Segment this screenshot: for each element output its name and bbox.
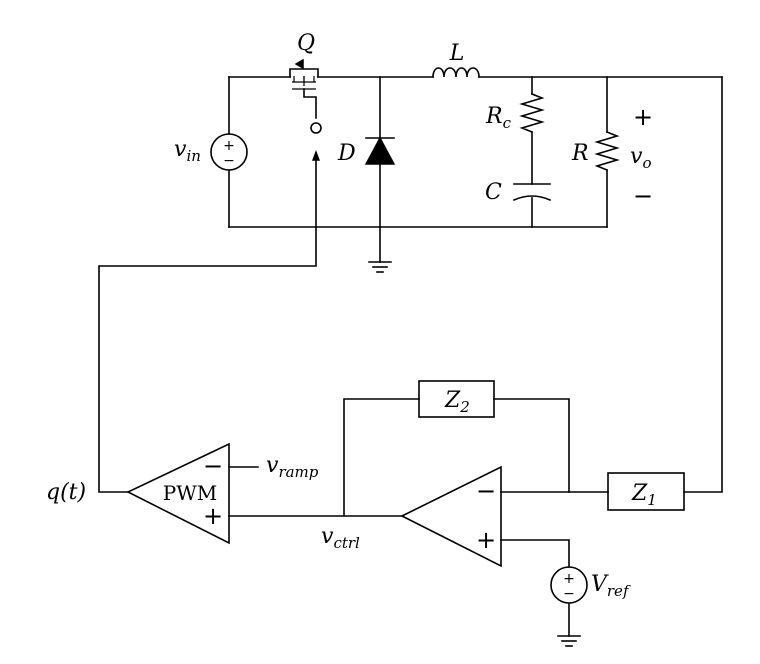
- label-z2: Z2: [444, 388, 470, 416]
- vref-minus-sign: −: [563, 586, 575, 602]
- opamp-plus-sign: +: [476, 526, 496, 554]
- label-d: D: [337, 141, 356, 166]
- opamp-minus-sign: −: [476, 477, 496, 505]
- vref-plus-sign: +: [563, 571, 575, 587]
- diode-d: [364, 136, 396, 165]
- resistor-rc: [519, 92, 545, 134]
- capacitor-c: [512, 183, 552, 202]
- vin-plus-sign: +: [223, 138, 235, 154]
- mosfet-q: [289, 58, 322, 134]
- vin-minus-sign: −: [223, 153, 235, 169]
- impedance-z1-box: [607, 472, 685, 511]
- ground-symbol-top: [368, 261, 392, 273]
- sense-wire: [683, 76, 723, 493]
- impedance-z2-box: [418, 380, 495, 418]
- label-vctrl: vctrl: [321, 524, 360, 552]
- ground-symbol-bottom: [557, 635, 581, 647]
- label-l: L: [449, 41, 465, 66]
- label-vo: vo: [630, 144, 651, 172]
- z2-wire-left: [343, 398, 420, 517]
- error-amplifier: − +: [400, 465, 502, 568]
- power-stage-wires: [228, 76, 723, 493]
- label-z1: Z1: [631, 481, 657, 509]
- label-r: R: [571, 141, 589, 166]
- vo-minus-sign: −: [633, 182, 653, 210]
- switch-gate-terminal: [310, 122, 322, 134]
- inductor-l: [432, 67, 480, 78]
- vo-plus-sign: +: [633, 103, 653, 131]
- gate-drive-wire: [98, 157, 317, 493]
- label-q-of-t: q(t): [46, 480, 86, 505]
- z2-wire-right: [493, 398, 570, 493]
- label-vramp: vramp: [266, 453, 319, 481]
- vref-source: + −: [550, 566, 588, 604]
- label-vref: Vref: [591, 572, 631, 600]
- pwm-minus-sign: −: [203, 452, 223, 480]
- pwm-plus-sign: +: [203, 502, 223, 530]
- feedback-wires: [98, 150, 609, 637]
- pwm-comparator: PWM − +: [126, 442, 230, 545]
- opamp-plus-wire: [500, 539, 570, 568]
- gate-arrow-head: [311, 150, 321, 161]
- vin-source: + −: [210, 133, 248, 171]
- label-rc: Rc: [485, 104, 512, 132]
- pwm-label: PWM: [163, 481, 218, 505]
- label-q: Q: [297, 31, 315, 56]
- label-vin: vin: [174, 137, 201, 165]
- label-c: C: [485, 180, 502, 205]
- resistor-load: [594, 130, 620, 172]
